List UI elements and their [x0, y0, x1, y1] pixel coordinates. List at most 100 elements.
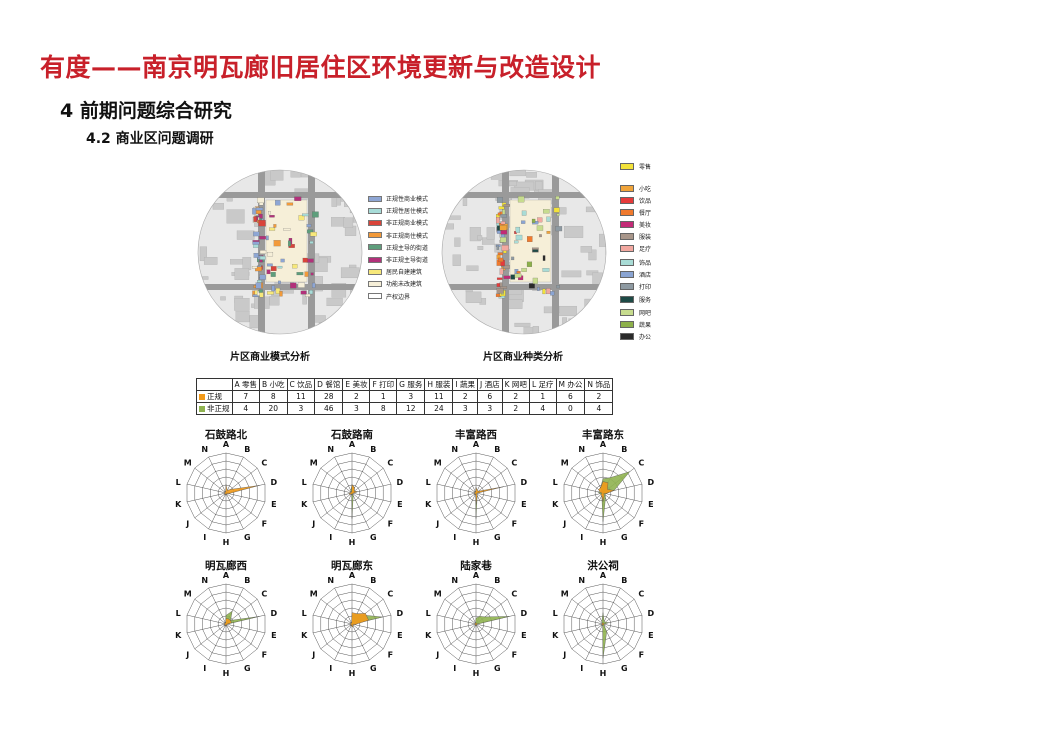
table-cell: 8	[259, 390, 288, 403]
radar-axis-label: G	[494, 533, 501, 542]
shop-block	[275, 288, 281, 294]
legend-swatch	[620, 233, 634, 240]
map-content	[442, 170, 608, 344]
radar-axis-label: F	[512, 651, 517, 660]
radar-spoke	[563, 483, 604, 494]
radar-axis-label: I	[203, 664, 206, 673]
radar-axis-label: H	[223, 669, 230, 678]
building	[568, 318, 589, 334]
radar-series-formal	[349, 612, 369, 628]
section-heading: 4 前期问题综合研究	[60, 100, 232, 122]
shop-block	[496, 283, 501, 287]
building	[515, 336, 522, 344]
table-header-cell: E 美妆	[342, 378, 371, 391]
radar-grid-ring	[336, 607, 368, 641]
radar-spoke	[571, 492, 604, 519]
radar-grid-ring	[436, 452, 516, 534]
radar-axis-label: J	[435, 520, 439, 529]
radar-spoke	[475, 587, 494, 625]
radar-spoke	[458, 492, 477, 530]
legend-swatch	[620, 163, 634, 170]
radar-grid-ring	[594, 484, 612, 502]
radar-spoke	[602, 492, 635, 519]
radar-grid-ring	[328, 468, 376, 518]
radar-axis-label: H	[600, 538, 607, 547]
shop-block	[503, 264, 510, 269]
radar-spoke	[571, 623, 604, 650]
radar-series-formal	[601, 622, 605, 626]
shop-block	[502, 209, 506, 215]
radar-axis-label: C	[511, 589, 517, 598]
radar-grid-ring	[217, 615, 235, 633]
legend-label: 酒店	[639, 272, 652, 279]
radar-spoke	[351, 467, 384, 494]
radar-axis-label: J	[562, 651, 566, 660]
radar-axis-label: K	[301, 631, 308, 640]
radar-spoke	[444, 623, 477, 650]
radar-grid-ring	[579, 468, 627, 518]
shop-block	[537, 217, 543, 223]
radar-spoke	[186, 614, 227, 625]
radar-spoke	[475, 614, 516, 625]
radar-spoke	[312, 614, 353, 625]
radar-axis-label: D	[270, 478, 277, 487]
radar-spoke	[602, 623, 643, 634]
shop-block	[270, 266, 277, 271]
map-border	[441, 169, 607, 335]
radar-axis-label: B	[244, 576, 250, 585]
radar-spoke	[186, 492, 227, 503]
radar-spoke	[475, 456, 494, 494]
radar-axis-label: K	[301, 500, 308, 509]
radar-spoke	[475, 492, 516, 503]
legend-label: 办公	[639, 334, 652, 341]
legend-label: 零售	[639, 164, 652, 171]
radar-grid-ring	[217, 484, 235, 502]
legend-label: 餐厅	[639, 210, 652, 217]
shop-block	[542, 288, 546, 295]
radar-axis-label: I	[329, 664, 332, 673]
type-legend-item: 网吧	[620, 308, 651, 317]
radar-axis-label: N	[578, 576, 585, 585]
legend-label: 非正规商住模式	[386, 232, 429, 240]
building	[344, 196, 359, 207]
radar-spoke	[334, 492, 353, 530]
table-cell: 3	[477, 402, 503, 415]
shop-block	[521, 220, 526, 224]
legend-swatch	[620, 309, 634, 316]
table-cell: 6	[477, 390, 503, 403]
shop-block	[546, 288, 551, 295]
shop-block	[258, 213, 263, 219]
radar-chart-title: 明瓦廊西	[205, 560, 247, 572]
legend-label: 服务	[639, 297, 652, 304]
radar-axis-label: E	[271, 631, 276, 640]
shop-block	[275, 200, 281, 206]
radar-spoke	[225, 587, 244, 625]
shop-block	[510, 274, 516, 280]
building	[277, 335, 293, 342]
table-cell: 6	[555, 390, 586, 403]
table-header-cell: L 足疗	[528, 378, 557, 391]
shop-block	[312, 211, 319, 218]
mode-legend-item: 非正规主导街道	[368, 255, 428, 264]
radar-axis-label: K	[425, 500, 432, 509]
radar-axis-label: M	[310, 589, 318, 598]
radar-spoke	[225, 623, 244, 661]
table-header-cell: M 办公	[555, 378, 586, 391]
radar-spoke	[444, 492, 477, 519]
shop-block	[501, 245, 509, 251]
mode-legend-item: 功能未改建筑	[368, 279, 422, 288]
shop-block	[503, 275, 511, 279]
radar-series-informal	[597, 471, 631, 522]
radar-spoke	[225, 492, 266, 503]
building	[355, 177, 362, 186]
radar-series-informal	[600, 612, 609, 659]
radar-axis-label: K	[175, 631, 182, 640]
building	[580, 246, 593, 253]
radar-spoke	[475, 483, 516, 494]
building	[587, 180, 594, 187]
building	[606, 279, 608, 287]
radar-series-formal	[223, 484, 260, 496]
legend-label: 美妆	[639, 222, 652, 229]
legend-swatch	[620, 221, 634, 228]
